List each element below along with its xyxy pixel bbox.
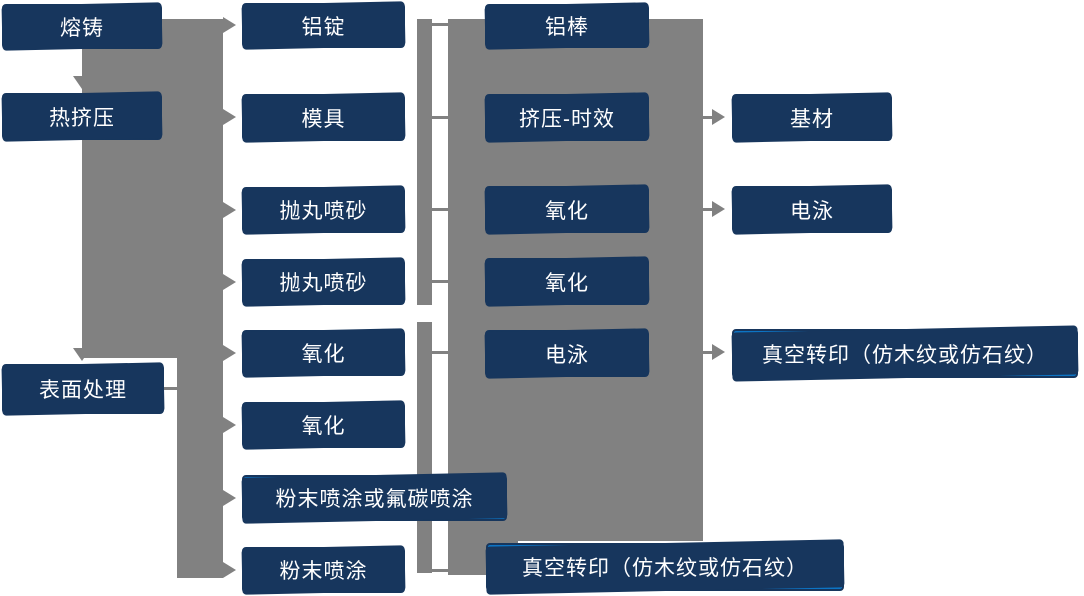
node-powder-or-fluorocarbon-coating: 粉末喷涂或氟碳喷涂 (242, 475, 507, 521)
connector-stem-substrate (703, 116, 713, 119)
node-anodizing-1: 氧化 (242, 330, 405, 376)
flow-arrow-right-shot-blasting-2 (223, 274, 236, 290)
node-vacuum-transfer-print-1: 真空转印（仿木纹或仿石纹） (486, 543, 844, 591)
node-label: 粉末喷涂 (279, 560, 368, 583)
node-label: 挤压-时效 (519, 107, 615, 131)
node-label: 氧化 (545, 271, 589, 295)
node-surface-treatment: 表面处理 (2, 364, 164, 414)
node-label: 熔铸 (60, 16, 104, 40)
node-electrophoresis-1: 电泳 (485, 330, 649, 377)
node-label: 氧化 (301, 343, 346, 366)
node-hot-extrusion: 热挤压 (2, 93, 162, 140)
connector-link-row8 (432, 569, 448, 572)
connector-link-row4 (432, 280, 448, 283)
flow-arrow-right-powder (223, 562, 236, 578)
flow-arrow-right-anodizing-1 (223, 345, 236, 361)
connector-stem-electrophoresis (703, 208, 713, 211)
flow-arrow-right-powder-fluorocarbon (223, 490, 236, 506)
node-anodizing-2: 氧化 (242, 402, 405, 448)
connector-mid-band-lower (417, 322, 432, 573)
connector-main-band (82, 19, 223, 358)
connector-stem-vacuum-print (703, 351, 713, 354)
node-label: 真空转印（仿木纹或仿石纹） (522, 557, 808, 580)
node-electrophoresis-2: 电泳 (732, 186, 892, 233)
node-label: 基材 (790, 107, 834, 131)
connector-surface-treatment-link (163, 387, 177, 390)
node-powder-coating: 粉末喷涂 (242, 547, 405, 593)
node-substrate: 基材 (732, 94, 892, 141)
node-anodizing-4: 氧化 (485, 258, 649, 305)
node-label: 表面处理 (39, 379, 127, 402)
flow-arrow-right-substrate (712, 109, 725, 125)
node-label: 真空转印（仿木纹或仿石纹） (762, 343, 1048, 367)
connector-lower-band (177, 358, 223, 578)
flow-arrow-right-vacuum-print (712, 344, 725, 360)
flow-arrow-right-electrophoresis (712, 201, 725, 217)
node-label: 粉末喷涂或氟碳喷涂 (275, 488, 474, 511)
flow-arrow-down-surface-treatment (73, 348, 91, 361)
connector-link-row3 (432, 208, 448, 211)
node-extrusion-aging: 挤压-时效 (485, 94, 649, 141)
flow-arrow-right-shot-blasting-1 (223, 202, 236, 218)
node-label: 模具 (301, 107, 346, 131)
node-label: 热挤压 (49, 106, 115, 130)
connector-link-row1 (432, 23, 448, 26)
node-label: 抛丸喷砂 (279, 272, 368, 295)
node-label: 氧化 (301, 415, 346, 438)
connector-mid-band-upper (417, 19, 432, 305)
flow-arrow-right-anodizing-2 (223, 417, 236, 433)
connector-link-row5 (432, 351, 448, 354)
node-melting-casting: 熔铸 (2, 4, 162, 49)
node-aluminum-ingot: 铝锭 (242, 3, 405, 48)
node-label: 氧化 (545, 199, 589, 223)
node-label: 抛丸喷砂 (279, 200, 368, 223)
node-label: 电泳 (545, 343, 589, 367)
flow-arrow-right-mold (223, 109, 236, 125)
flow-arrow-right-ingot (223, 17, 236, 33)
node-mold: 模具 (242, 94, 405, 141)
node-shot-blasting-2: 抛丸喷砂 (242, 259, 405, 305)
node-label: 电泳 (790, 199, 834, 223)
node-vacuum-transfer-print-2: 真空转印（仿木纹或仿石纹） (732, 329, 1078, 378)
node-label: 铝锭 (301, 15, 346, 39)
node-anodizing-3: 氧化 (485, 186, 649, 233)
flow-arrow-down-hot-extrusion (73, 76, 91, 89)
node-shot-blasting-1: 抛丸喷砂 (242, 187, 405, 233)
node-aluminum-rod: 铝棒 (485, 4, 649, 48)
connector-link-row2 (432, 116, 448, 119)
node-label: 铝棒 (545, 16, 589, 39)
